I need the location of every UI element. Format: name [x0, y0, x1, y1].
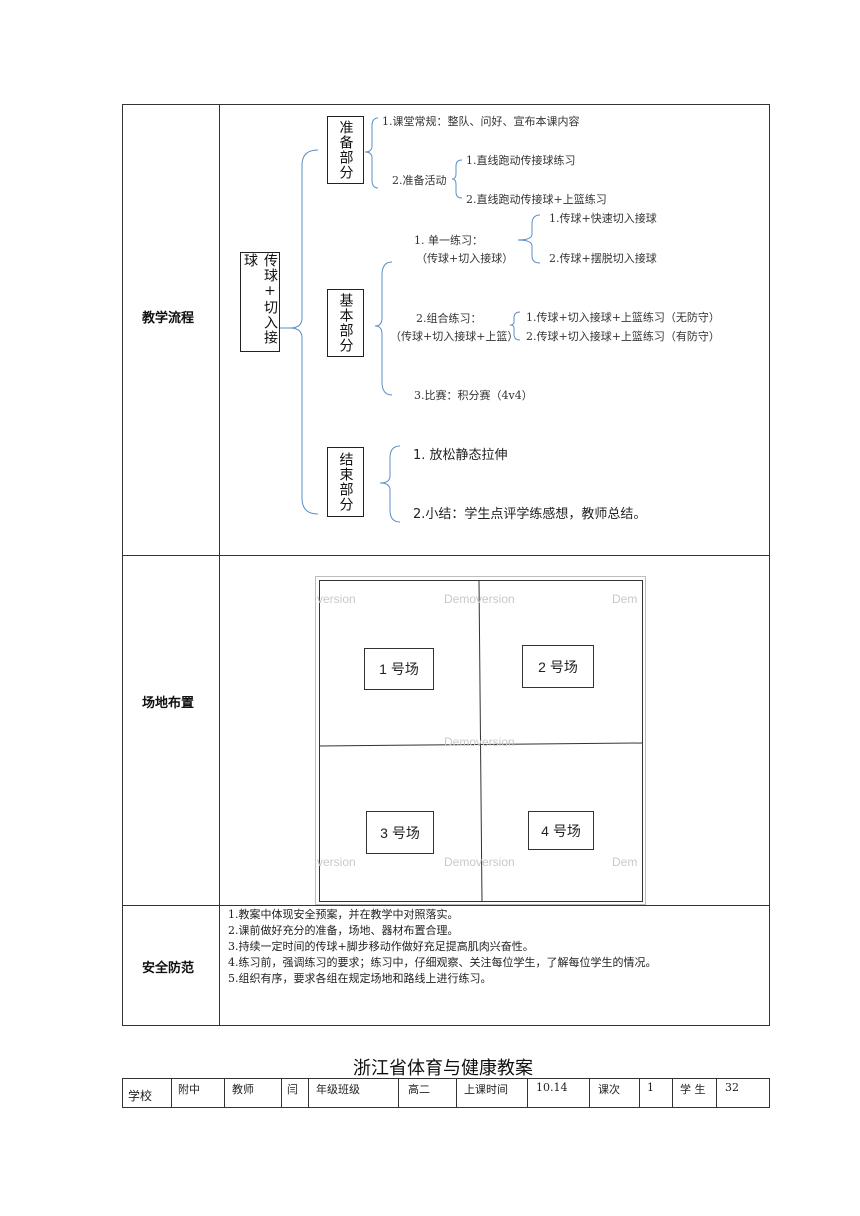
info-cell-divider	[527, 1078, 528, 1108]
info-cell-divider	[589, 1078, 590, 1108]
info-students-label: 学 生	[680, 1083, 706, 1096]
flow-root-box: 传球+切入接球	[240, 252, 280, 352]
basic-single-desc: （传球+切入接球）	[416, 252, 514, 265]
basic-match: 3.比赛：积分赛（4v4）	[414, 389, 533, 402]
safety-item: 2.课前做好充分的准备，场地、器材布置合理。	[228, 924, 459, 937]
info-border-top	[122, 1078, 770, 1079]
basic-combo-sub-2: 2.传球+切入接球+上篮练习（有防守）	[526, 330, 720, 343]
field-outer-frame	[315, 576, 646, 905]
watermark: version	[317, 592, 356, 606]
court-2-label: 2 号场	[522, 645, 594, 688]
basic-section-box: 基本部分	[327, 289, 364, 357]
info-grade-label: 年级班级	[316, 1083, 360, 1096]
plan-title: 浙江省体育与健康教案	[353, 1058, 533, 1079]
prep-sub-item-1: 1.直线跑动传接球练习	[466, 154, 576, 167]
table-row-divider-1	[122, 555, 770, 556]
watermark: Demoversion	[444, 735, 515, 749]
basic-single-label: 1. 单一练习：	[414, 234, 483, 247]
info-teacher-label: 教师	[232, 1083, 254, 1096]
table-border-right	[769, 104, 770, 1026]
safety-item: 3.持续一定时间的传球+脚步移动作做好充足提高肌肉兴奋性。	[228, 940, 534, 953]
info-time-label: 上课时间	[464, 1083, 508, 1096]
info-border-left	[122, 1078, 123, 1108]
table-border-bottom	[122, 1025, 770, 1026]
end-section-title: 结束部分	[337, 452, 354, 512]
watermark: Demoversion	[444, 592, 515, 606]
info-school-label: 学校	[128, 1089, 153, 1103]
court-4-label: 4 号场	[528, 811, 594, 850]
end-item-summary: 2.小结：学生点评学练感想，教师总结。	[413, 507, 647, 522]
prep-item-warmup: 2.准备活动	[392, 174, 447, 187]
info-cell-divider	[281, 1078, 282, 1108]
info-cell-divider	[716, 1078, 717, 1108]
field-border	[319, 580, 643, 902]
watermark: version	[317, 855, 356, 869]
info-cell-divider	[398, 1078, 399, 1108]
row-label-safety: 安全防范	[142, 961, 195, 976]
watermark: Demoversion	[444, 855, 515, 869]
watermark: Dem	[612, 855, 638, 869]
info-session-value: 1	[647, 1081, 654, 1094]
table-column-divider	[219, 104, 220, 1026]
field-dividers	[318, 579, 643, 903]
prep-sub-item-2: 2.直线跑动传接球+上篮练习	[466, 193, 607, 206]
safety-list: 1.教案中体现安全预案，并在教学中对照落实。 2.课前做好充分的准备，场地、器材…	[228, 907, 657, 987]
safety-item: 1.教案中体现安全预案，并在教学中对照落实。	[228, 908, 459, 921]
court-3-label: 3 号场	[366, 811, 434, 854]
info-cell-divider	[308, 1078, 309, 1108]
basic-section-title: 基本部分	[337, 293, 354, 353]
info-cell-divider	[639, 1078, 640, 1108]
info-cell-divider	[456, 1078, 457, 1108]
basic-combo-label: 2.组合练习：	[416, 312, 482, 325]
watermark: Dem	[612, 592, 638, 606]
basic-single-sub-2: 2.传球+摆脱切入接球	[549, 252, 657, 265]
info-border-right	[769, 1078, 770, 1108]
table-border-left	[122, 104, 123, 1026]
info-cell-divider	[224, 1078, 225, 1108]
info-teacher-value: 闫	[287, 1083, 298, 1096]
basic-single-sub-1: 1.传球+快速切入接球	[549, 212, 657, 225]
end-section-box: 结束部分	[327, 447, 364, 517]
info-time-value: 10.14	[536, 1081, 568, 1094]
flow-brackets	[278, 117, 541, 523]
safety-item: 4.练习前，强调练习的要求；练习中，仔细观察、关注每位学生，了解每位学生的情况。	[228, 956, 657, 969]
flow-root-label: 传球+切入接球	[242, 253, 278, 345]
safety-item: 5.组织有序，要求各组在规定场地和路线上进行练习。	[228, 972, 492, 985]
basic-combo-desc: （传球+切入接球+上篮）	[390, 330, 519, 343]
table-border-top	[122, 104, 770, 105]
prep-section-box: 准备部分	[327, 116, 364, 184]
info-students-value: 32	[725, 1081, 739, 1094]
row-label-teaching-flow: 教学流程	[142, 311, 195, 326]
prep-item-routine: 1.课堂常规：整队、问好、宣布本课内容	[382, 115, 580, 128]
info-session-label: 课次	[598, 1083, 620, 1096]
prep-section-title: 准备部分	[337, 120, 354, 180]
row-label-field-layout: 场地布置	[142, 696, 195, 711]
info-grade-value: 高二	[408, 1083, 430, 1096]
info-cell-divider	[672, 1078, 673, 1108]
court-1-label: 1 号场	[364, 648, 434, 690]
info-border-bottom	[122, 1107, 770, 1108]
basic-combo-sub-1: 1.传球+切入接球+上篮练习（无防守）	[526, 311, 720, 324]
info-cell-divider	[171, 1078, 172, 1108]
info-school-value: 附中	[178, 1083, 200, 1096]
table-row-divider-2	[122, 905, 770, 906]
end-item-stretch: 1. 放松静态拉伸	[413, 448, 508, 463]
